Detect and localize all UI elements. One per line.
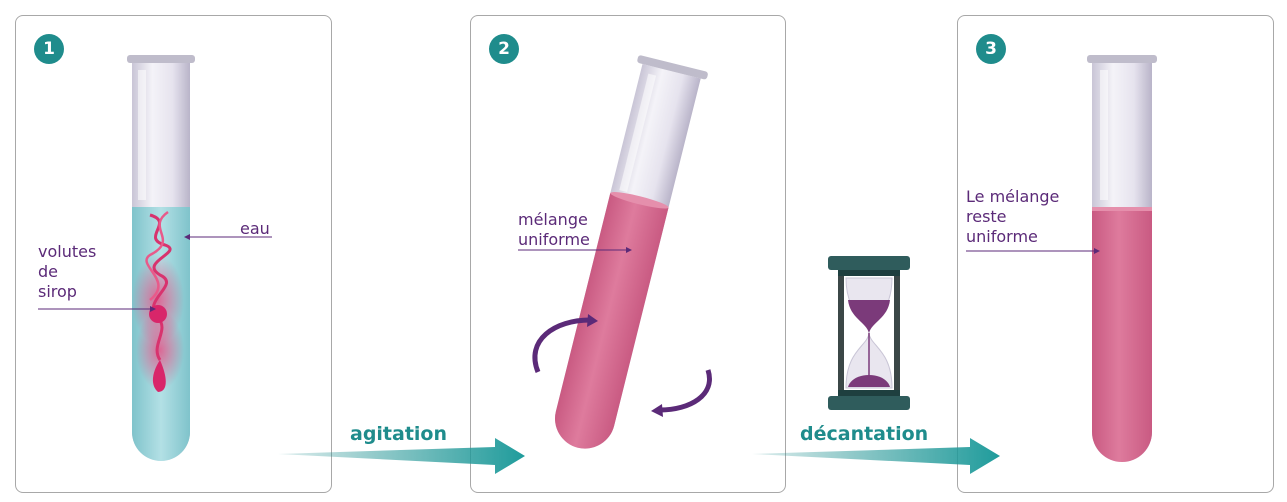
sand-bottom	[848, 375, 890, 387]
test-tube-2	[555, 55, 708, 449]
step-number-badge: 3	[976, 34, 1006, 64]
hourglass-icon	[828, 256, 910, 410]
label-mixture-stays-uniform: Le mélange reste uniforme	[966, 187, 1060, 246]
step-number-badge: 1	[34, 34, 64, 64]
step-number-badge: 2	[489, 34, 519, 64]
label-water: eau	[240, 219, 270, 238]
test-tube-1	[127, 55, 195, 461]
rotation-arrow-top	[532, 317, 591, 373]
test-tube-3	[1087, 55, 1157, 462]
label-syrup-swirls: volutes de sirop	[38, 242, 97, 301]
label-uniform-mixture: mélange uniforme	[518, 210, 590, 249]
syrup-swirls	[149, 213, 172, 361]
uniform-mixture-settled	[1092, 209, 1152, 462]
arrow-agitation	[278, 438, 525, 474]
sand-top	[848, 300, 890, 333]
uniform-mixture	[555, 193, 669, 449]
label-decantation: décantation	[800, 423, 929, 445]
arrow-decantation	[752, 438, 1000, 474]
rotation-arrow-bottom	[659, 369, 712, 413]
label-agitation: agitation	[350, 423, 448, 445]
